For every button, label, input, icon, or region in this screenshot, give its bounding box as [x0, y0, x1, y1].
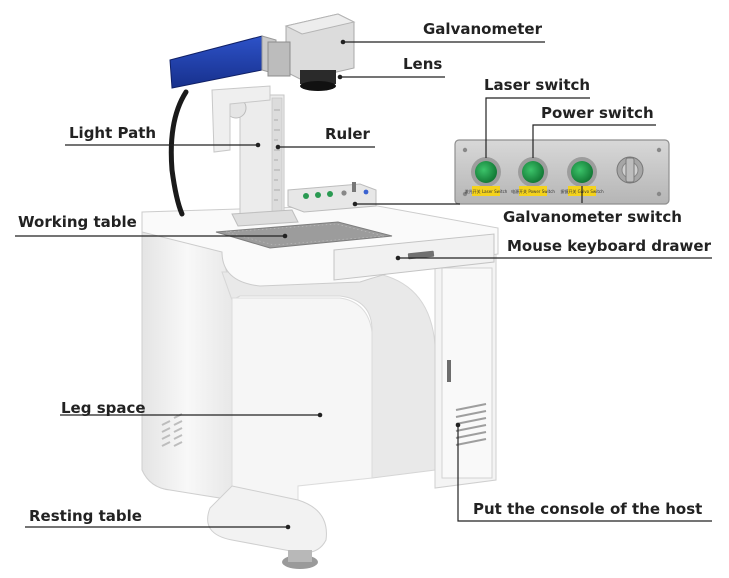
- foot-stem: [288, 550, 312, 562]
- left-pedestal: [141, 229, 233, 501]
- key-switch-icon: [616, 156, 644, 184]
- lens-glass: [300, 81, 336, 91]
- control-box-knobs: [303, 182, 369, 199]
- leader-dots: [255, 39, 461, 530]
- drawer-handle: [407, 250, 435, 260]
- leader-host-console: [457, 425, 712, 522]
- ruler-ticks: [274, 109, 280, 201]
- label-working-table: Working table: [18, 213, 137, 231]
- column-base: [231, 209, 299, 227]
- switch-panel: 激光开关 Laser Switch 电源开关 Power Switch 振镜开关…: [454, 139, 670, 205]
- leg-space-wall: [231, 297, 373, 501]
- resting-table-rail: [207, 485, 327, 554]
- leader-lines: [15, 41, 712, 528]
- laser-switch-tag: 激光开关 Laser Switch: [465, 188, 508, 194]
- leader-power-switch: [532, 124, 656, 158]
- power-switch-tag: 电源开关 Power Switch: [511, 188, 555, 194]
- light-path-bracket: [211, 85, 271, 153]
- label-light-path: Light Path: [69, 124, 157, 142]
- label-power-switch: Power switch: [541, 104, 654, 122]
- label-leg-space: Leg space: [61, 399, 146, 417]
- label-galvanometer-switch: Galvanometer switch: [503, 208, 682, 226]
- galvo-mount: [267, 41, 291, 77]
- label-resting-table: Resting table: [29, 507, 142, 525]
- laser-housing: [169, 35, 263, 89]
- label-ruler: Ruler: [325, 125, 370, 143]
- label-lens: Lens: [403, 55, 443, 73]
- label-laser-switch: Laser switch: [484, 76, 591, 94]
- laser-switch-button: 激光开关 Laser Switch: [465, 157, 508, 196]
- door-handle: [447, 360, 451, 382]
- column-ruler-strip: [271, 97, 283, 215]
- lens-barrel: [300, 70, 336, 84]
- cabinet-vents: [455, 403, 487, 446]
- fiber-cable: [168, 89, 189, 217]
- leader-laser-switch: [485, 97, 590, 158]
- label-host-console: Put the console of the host: [473, 500, 703, 518]
- label-galvanometer: Galvanometer: [423, 20, 543, 38]
- galvo-top: [284, 13, 356, 35]
- power-switch-button: 电源开关 Power Switch: [511, 157, 555, 196]
- left-vents: [161, 413, 183, 447]
- label-mouse-keyboard-drawer: Mouse keyboard drawer: [507, 237, 711, 255]
